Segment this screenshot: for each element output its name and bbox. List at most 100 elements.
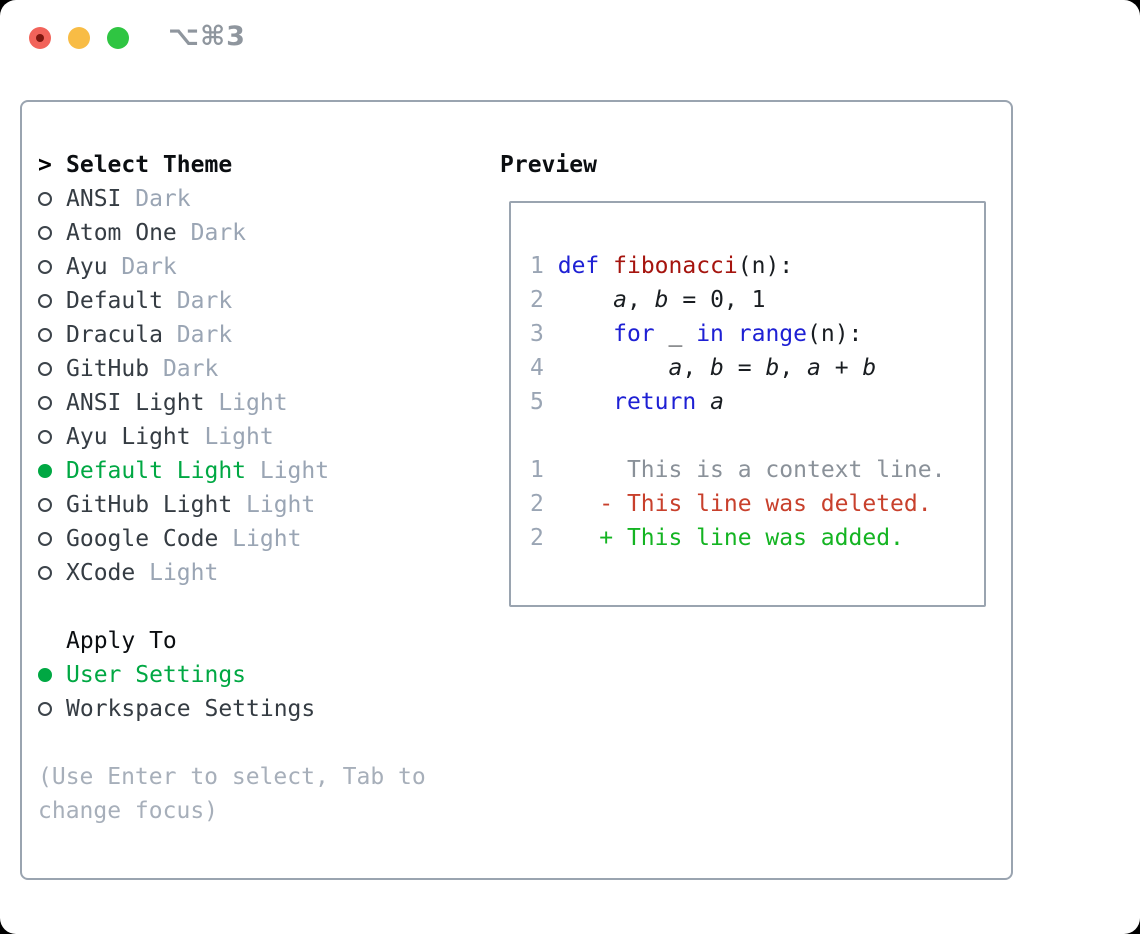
theme-name: Atom One xyxy=(66,220,177,246)
radio-icon xyxy=(38,362,52,376)
line-number: 2 xyxy=(530,287,544,313)
theme-name: GitHub xyxy=(66,356,150,382)
code-segment: = 0, 1 xyxy=(668,287,766,313)
theme-name: Google Code xyxy=(66,526,219,552)
code-line: 2 - This line was deleted. xyxy=(530,487,984,521)
prompt-icon: > xyxy=(38,152,52,178)
radio-icon xyxy=(38,226,52,240)
code-segment xyxy=(599,253,613,279)
code-segment: for xyxy=(613,321,655,347)
code-segment xyxy=(544,355,669,381)
apply-option-user-settings[interactable]: User Settings xyxy=(38,658,426,692)
gutter xyxy=(38,352,66,386)
theme-option-ansi[interactable]: ANSI Dark xyxy=(38,182,426,216)
code-segment: def xyxy=(557,253,600,279)
code-segment xyxy=(724,321,738,347)
theme-variant: Light xyxy=(190,424,274,450)
theme-name: XCode xyxy=(66,560,136,586)
gutter xyxy=(38,522,66,556)
gutter xyxy=(38,284,66,318)
code-segment xyxy=(544,491,599,517)
apply-option-workspace-settings[interactable]: Workspace Settings xyxy=(38,692,426,726)
code-segment: = xyxy=(723,355,766,381)
zoom-button[interactable] xyxy=(107,27,129,49)
radio-icon xyxy=(38,668,52,682)
theme-name: Default xyxy=(66,288,163,314)
close-dot-icon xyxy=(36,34,44,42)
theme-option-ayu[interactable]: Ayu Dark xyxy=(38,250,426,284)
radio-icon xyxy=(38,702,52,716)
theme-option-ansi-light[interactable]: ANSI Light Light xyxy=(38,386,426,420)
theme-variant: Dark xyxy=(121,186,191,212)
theme-name: Ayu xyxy=(66,254,108,280)
code-segment: + xyxy=(820,355,863,381)
radio-icon xyxy=(38,498,52,512)
preview-header: Preview xyxy=(500,148,597,182)
code-segment xyxy=(544,525,599,551)
code-line: 1 This is a context line. xyxy=(530,453,984,487)
code-line: 4 a, b = b, a + b xyxy=(530,351,984,385)
preview-title: Preview xyxy=(500,152,597,178)
code-line: 2 + This line was added. xyxy=(530,521,984,555)
theme-variant: Light xyxy=(135,560,219,586)
line-number: 1 xyxy=(530,457,544,483)
close-button[interactable] xyxy=(29,27,51,49)
minimize-button[interactable] xyxy=(68,27,90,49)
code-segment: b xyxy=(654,287,669,313)
code-segment: + This line was added. xyxy=(599,525,904,551)
code-line: 1 def fibonacci(n): xyxy=(530,249,984,283)
radio-icon xyxy=(38,294,52,308)
theme-option-google-code[interactable]: Google Code Light xyxy=(38,522,426,556)
code-segment: - This line was deleted. xyxy=(599,491,932,517)
code-segment: return xyxy=(613,389,697,415)
theme-option-github-light[interactable]: GitHub Light Light xyxy=(38,488,426,522)
window-title: ⌥⌘3 xyxy=(168,21,246,52)
code-segment: a xyxy=(807,355,821,381)
code-segment: fibonacci xyxy=(613,253,738,279)
theme-option-xcode[interactable]: XCode Light xyxy=(38,556,426,590)
theme-name: Default Light xyxy=(66,458,247,484)
radio-icon xyxy=(38,430,52,444)
spacer xyxy=(38,590,426,624)
theme-variant: Dark xyxy=(149,356,219,382)
theme-name: Ayu Light xyxy=(66,424,191,450)
theme-option-atom-one[interactable]: Atom One Dark xyxy=(38,216,426,250)
traffic-lights xyxy=(29,27,129,49)
code-segment: b xyxy=(710,355,724,381)
code-segment: (n): xyxy=(807,321,863,347)
theme-variant: Light xyxy=(246,458,330,484)
code-segment: a xyxy=(613,287,627,313)
theme-option-ayu-light[interactable]: Ayu Light Light xyxy=(38,420,426,454)
gutter xyxy=(38,250,66,284)
theme-variant: Light xyxy=(218,526,302,552)
code-segment: a xyxy=(710,389,724,415)
theme-option-github[interactable]: GitHub Dark xyxy=(38,352,426,386)
theme-variant: Dark xyxy=(162,322,233,348)
theme-variant: Light xyxy=(204,390,288,416)
theme-option-default-light[interactable]: Default Light Light xyxy=(38,454,426,488)
gutter xyxy=(38,318,66,352)
code-line: 3 for _ in range(n): xyxy=(530,317,984,351)
radio-icon xyxy=(38,328,52,342)
code-segment: This is a context line. xyxy=(626,457,946,483)
radio-icon xyxy=(38,532,52,546)
line-number: 5 xyxy=(530,389,544,415)
apply-option-label: User Settings xyxy=(66,662,247,688)
gutter xyxy=(38,386,66,420)
theme-option-default[interactable]: Default Dark xyxy=(38,284,426,318)
select-theme-title: Select Theme xyxy=(66,152,233,178)
select-theme-header: > Select Theme xyxy=(38,148,426,182)
code-segment: , xyxy=(779,355,808,381)
code-segment: a xyxy=(668,355,683,381)
code-segment: range xyxy=(737,321,808,347)
code-segment: in xyxy=(696,321,724,347)
theme-option-dracula[interactable]: Dracula Dark xyxy=(38,318,426,352)
radio-icon xyxy=(38,566,52,580)
code-segment xyxy=(696,389,710,415)
apply-option-label: Workspace Settings xyxy=(66,696,316,722)
gutter xyxy=(38,420,66,454)
